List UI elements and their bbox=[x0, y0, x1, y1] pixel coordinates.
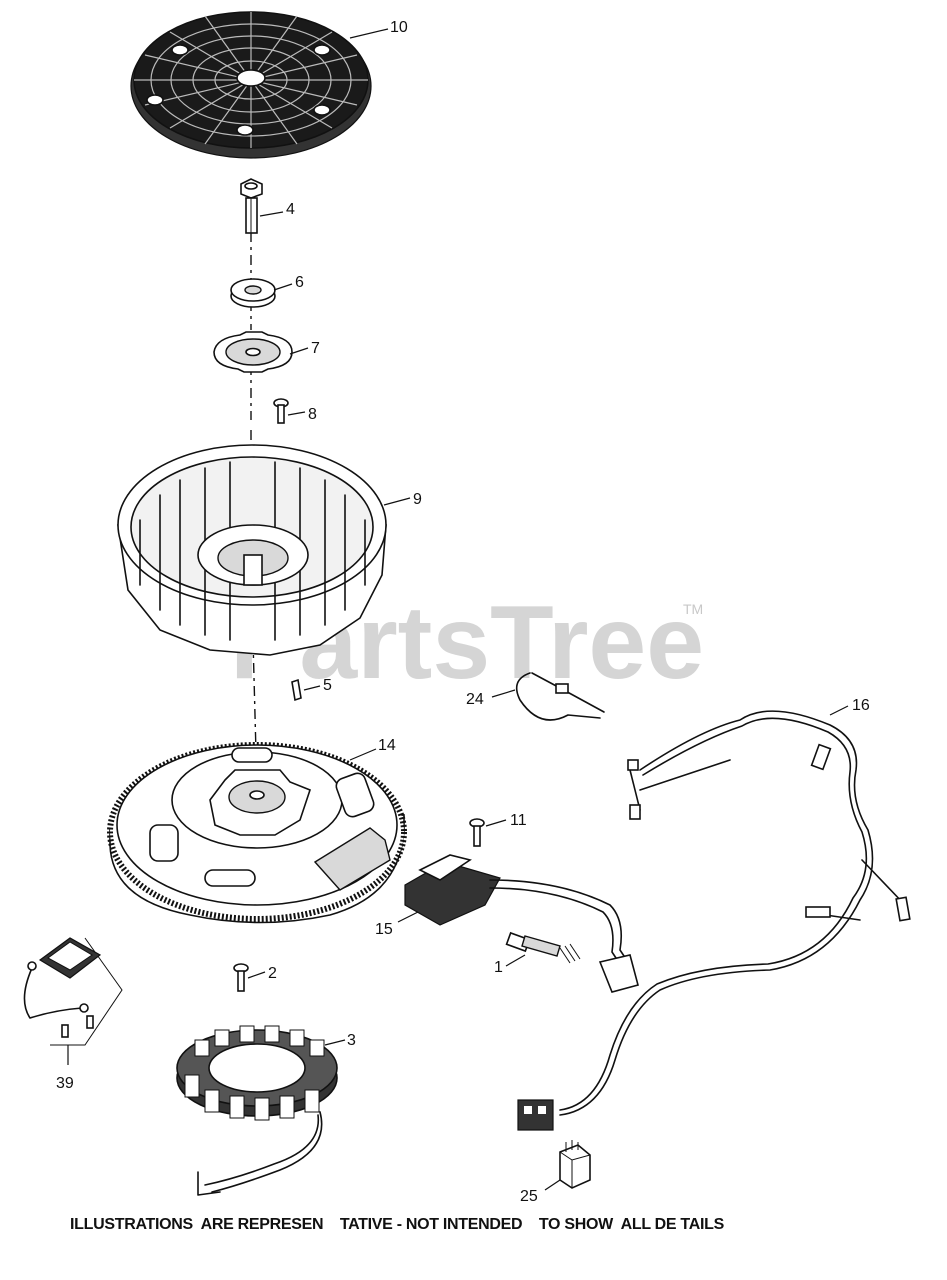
part-16-wiring-harness[interactable] bbox=[517, 710, 911, 1131]
callout-5: 5 bbox=[323, 677, 332, 694]
disclaimer-note: ILLUSTRATIONS ARE REPRESEN TATIVE - NOT … bbox=[70, 1216, 724, 1233]
callout-24: 24 bbox=[466, 691, 484, 708]
callout-1: 1 bbox=[494, 959, 503, 976]
part-3-stator[interactable] bbox=[176, 1025, 338, 1196]
callout-11: 11 bbox=[510, 812, 527, 829]
part-6-washer[interactable] bbox=[230, 278, 276, 308]
part-14-flywheel[interactable] bbox=[107, 742, 407, 924]
part-24-cable-tie[interactable] bbox=[515, 672, 605, 721]
part-11-bolt[interactable] bbox=[469, 818, 485, 847]
part-39-regulator[interactable] bbox=[23, 937, 123, 1046]
part-8-screw[interactable] bbox=[273, 398, 289, 424]
part-5-key[interactable] bbox=[291, 678, 302, 702]
callout-25: 25 bbox=[520, 1188, 538, 1205]
part-4-flywheel-bolt[interactable] bbox=[240, 178, 263, 234]
part-1-spark-plug[interactable] bbox=[505, 931, 581, 964]
part-25-relay[interactable] bbox=[559, 1140, 591, 1189]
callout-3: 3 bbox=[347, 1032, 356, 1049]
callout-39: 39 bbox=[56, 1075, 74, 1092]
callout-15: 15 bbox=[375, 921, 393, 938]
part-10-flywheel-screen[interactable] bbox=[130, 11, 372, 159]
callout-8: 8 bbox=[308, 406, 317, 423]
callout-2: 2 bbox=[268, 965, 277, 982]
callout-4: 4 bbox=[286, 201, 295, 218]
callout-9: 9 bbox=[413, 491, 422, 508]
part-2-screw[interactable] bbox=[233, 963, 249, 992]
axis-line-lower bbox=[252, 639, 258, 791]
part-15-ignition-module[interactable] bbox=[404, 854, 639, 993]
callout-6: 6 bbox=[295, 274, 304, 291]
callout-14: 14 bbox=[378, 737, 396, 754]
callout-7: 7 bbox=[311, 340, 320, 357]
watermark-trademark: TM bbox=[683, 601, 703, 617]
part-9-fan[interactable] bbox=[117, 444, 387, 656]
part-7-plate[interactable] bbox=[213, 331, 293, 373]
callout-16: 16 bbox=[852, 697, 870, 714]
callout-10: 10 bbox=[390, 19, 408, 36]
